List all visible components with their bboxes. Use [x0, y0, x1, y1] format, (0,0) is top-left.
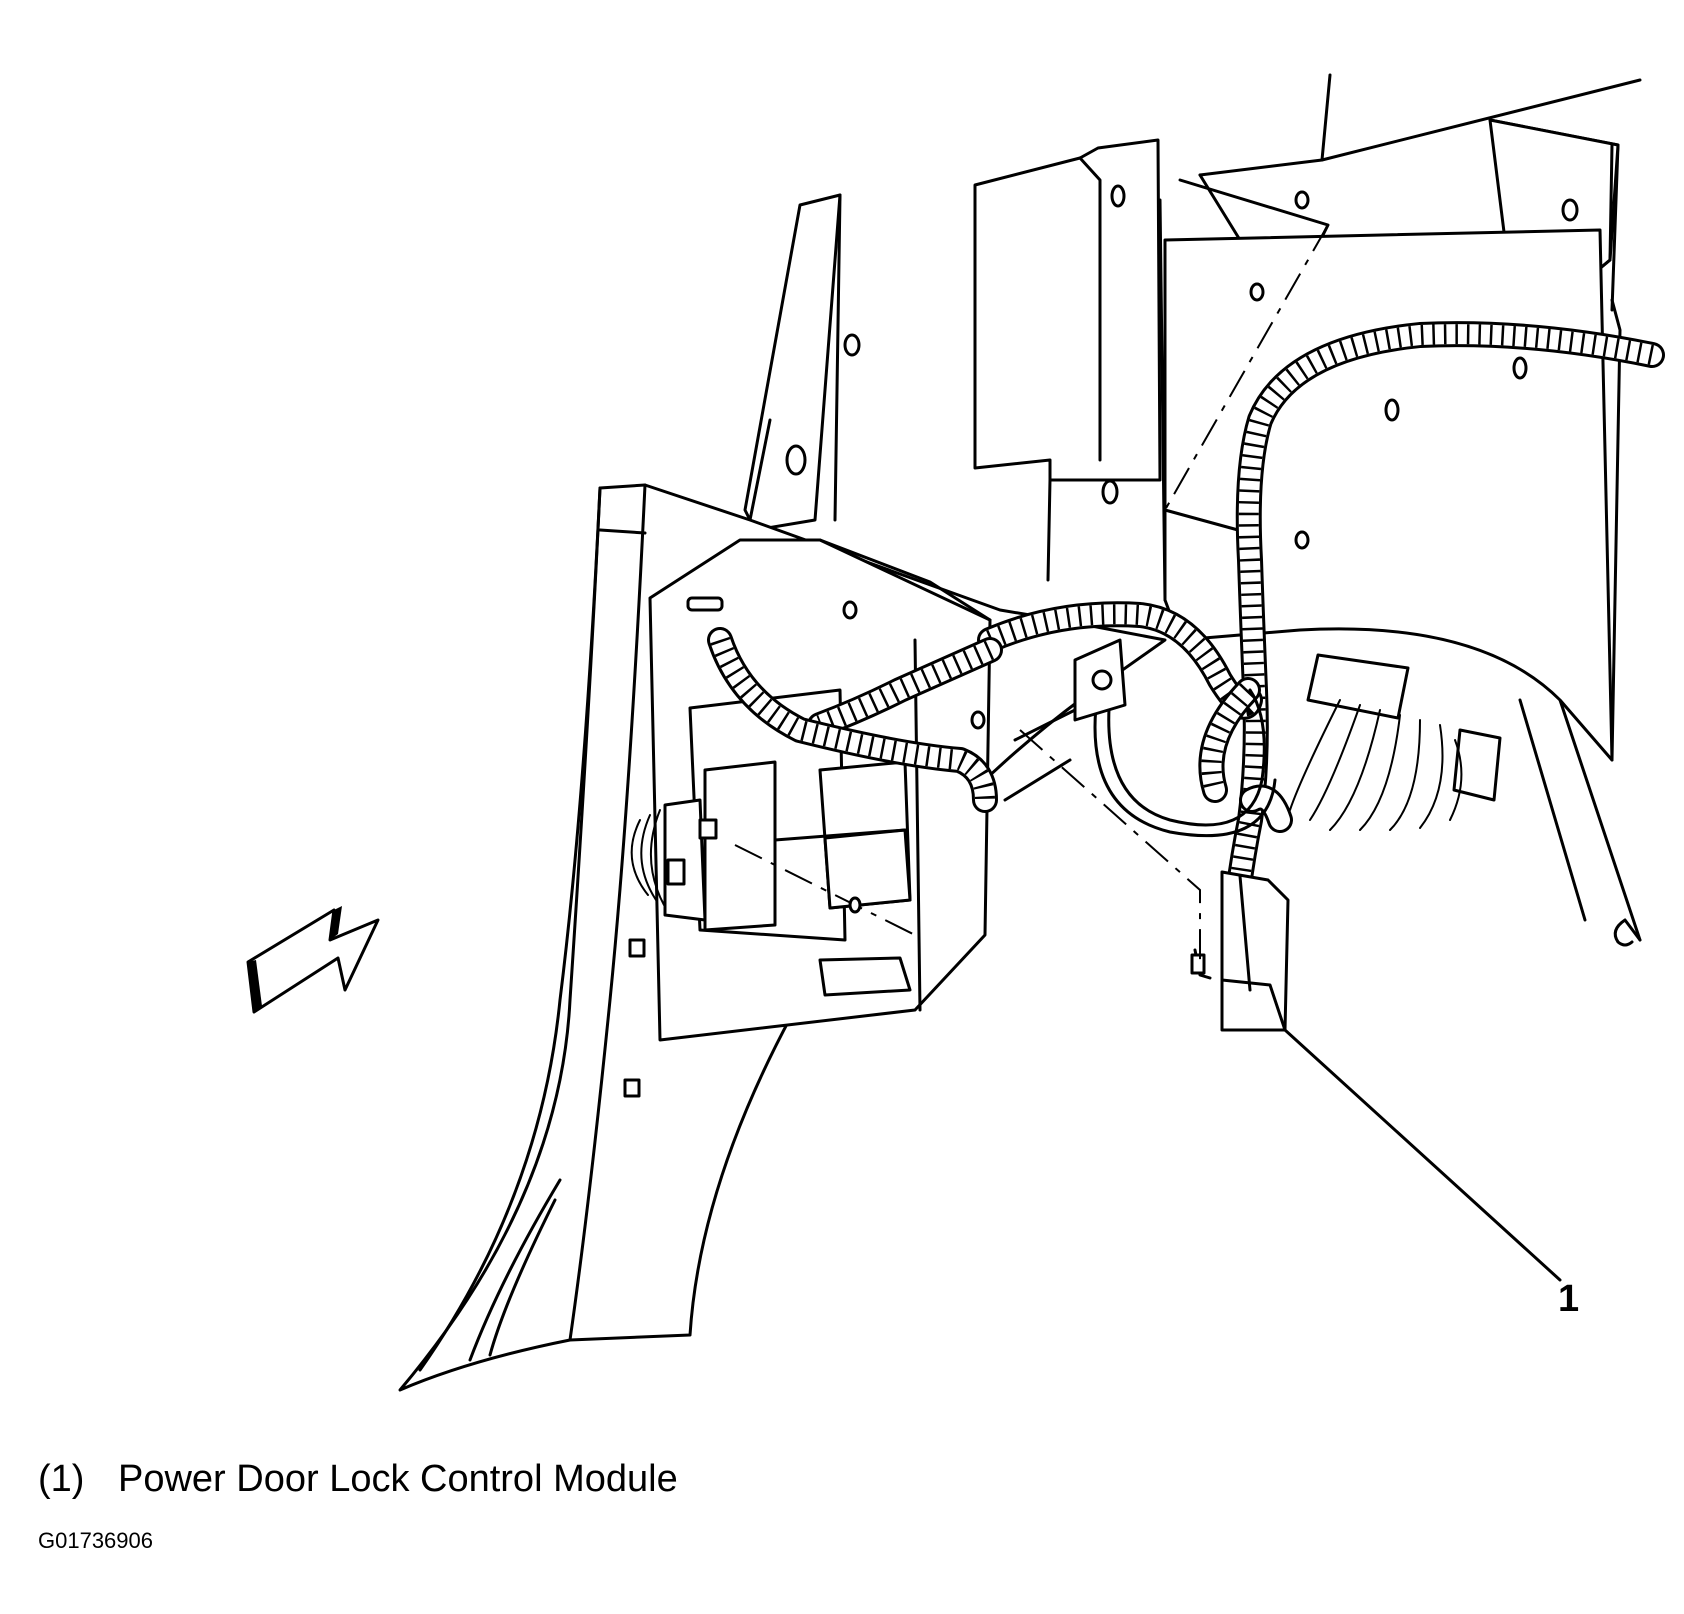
wiring-harness	[707, 321, 1665, 933]
callout-number-1: 1	[1558, 1278, 1580, 1320]
ground-strap	[1003, 638, 1277, 838]
legend: (1) Power Door Lock Control Module	[38, 1460, 678, 1498]
component-location-illustration	[246, 73, 1665, 1392]
callout-1-leader	[1283, 1028, 1562, 1282]
front-direction-arrow-icon	[246, 906, 380, 1014]
module-location-line	[1019, 729, 1201, 960]
harness-connector	[1289, 653, 1502, 831]
inner-wheelhouse-panel	[1163, 190, 1614, 762]
figure-id: G01736906	[38, 1528, 153, 1553]
power-door-lock-control-module	[1190, 870, 1290, 1032]
legend-number: (1)	[38, 1458, 85, 1500]
relay-assembly	[630, 688, 916, 942]
legend-label: Power Door Lock Control Module	[118, 1458, 678, 1500]
left-pillar	[743, 193, 861, 532]
